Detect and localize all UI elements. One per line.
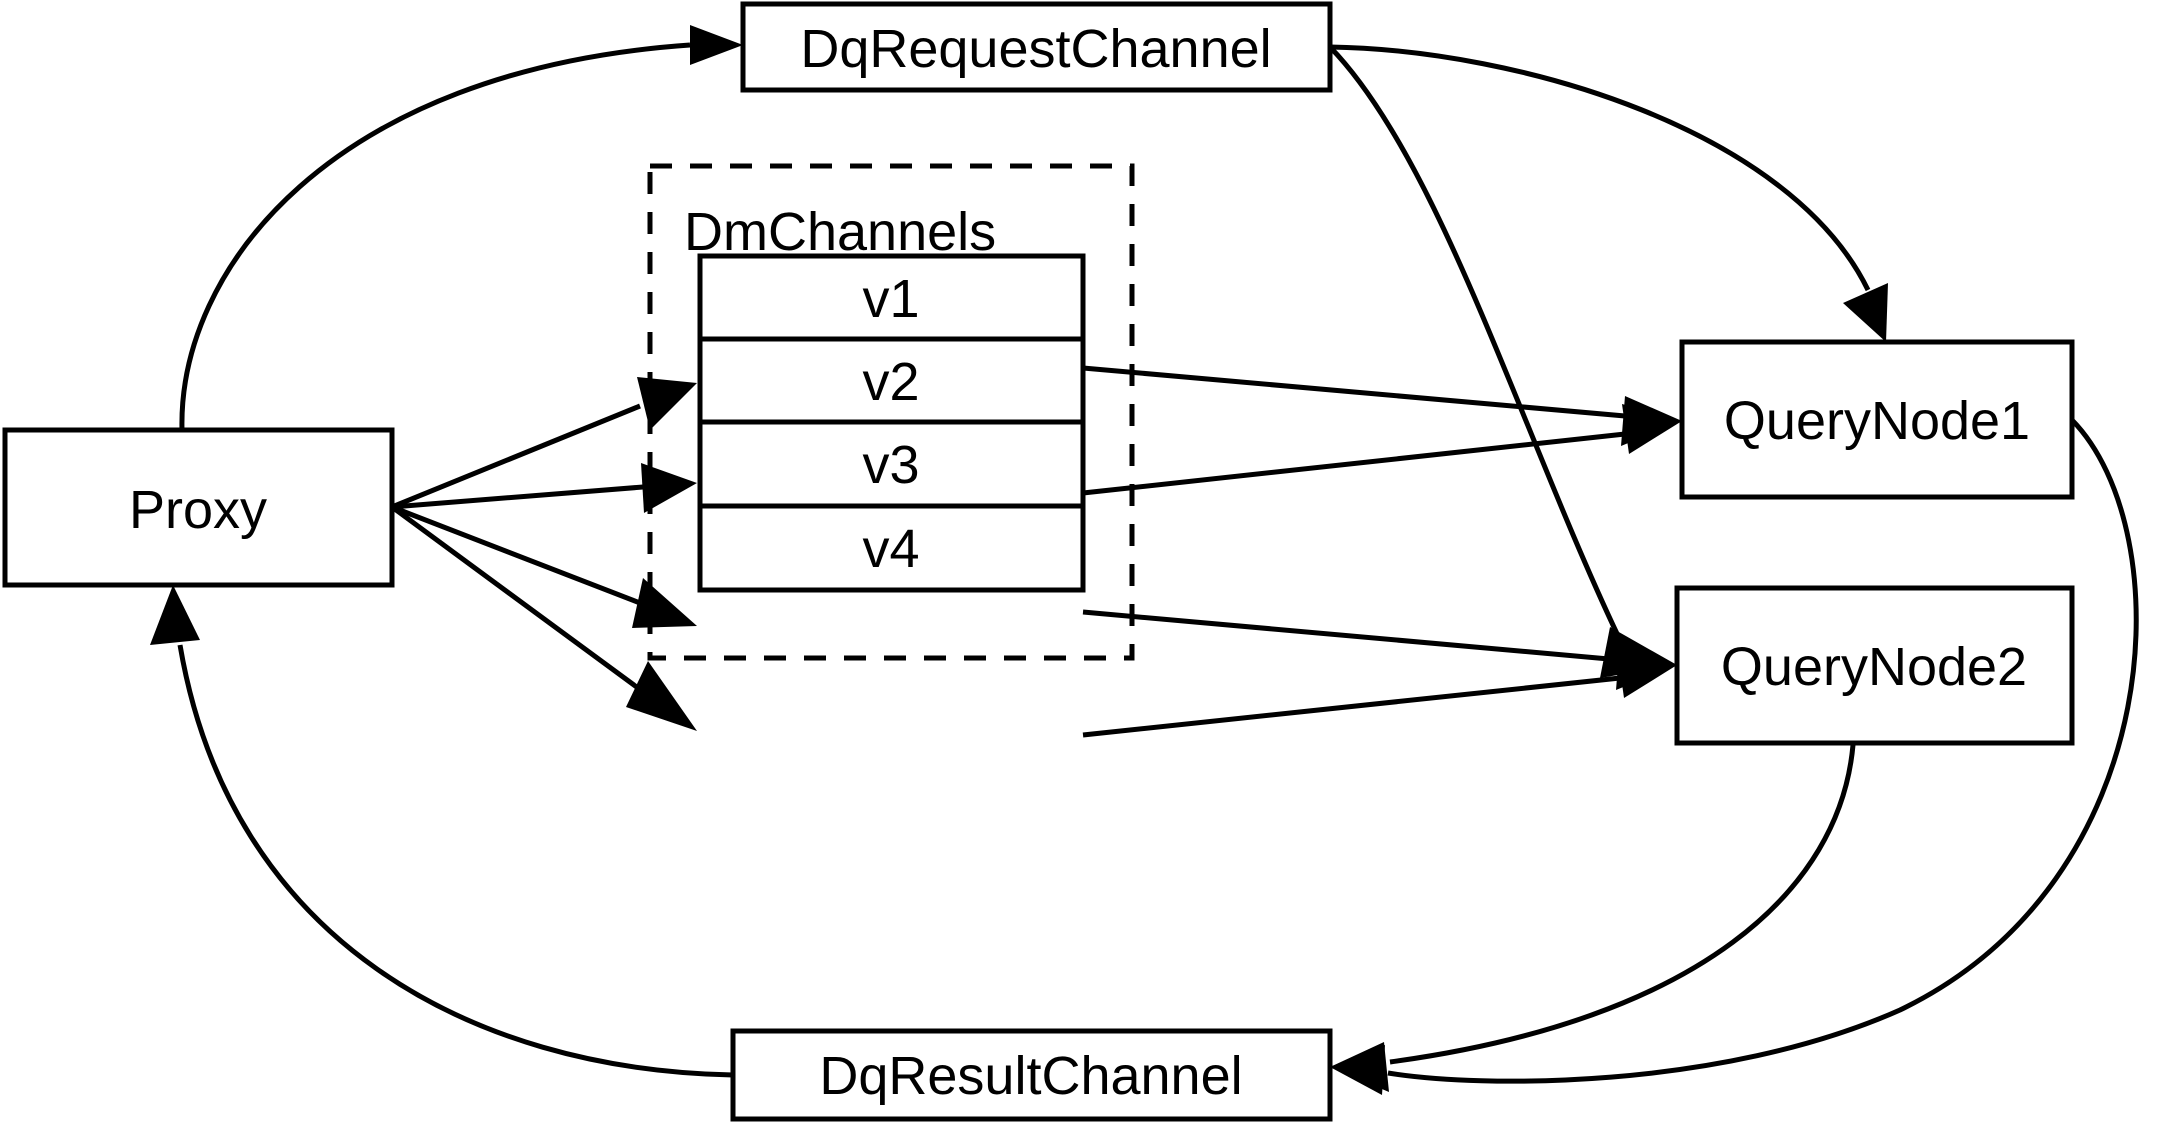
dmchannels-label: DmChannels	[684, 202, 996, 262]
edge-path	[391, 484, 644, 510]
edge-proxy-to-dqrequestchannel	[179, 25, 743, 431]
edge-dqresultchannel-to-proxy	[150, 585, 734, 1078]
edge-path	[391, 403, 641, 510]
dmchannel-row-v1[interactable]: v1	[862, 269, 919, 329]
node-querynode2[interactable]: QueryNode2	[1674, 585, 2075, 746]
edge-path	[1082, 365, 1626, 419]
edge-path	[1387, 418, 2139, 1084]
querynode1-box[interactable]	[1679, 339, 2075, 500]
edge-path	[1329, 44, 1871, 292]
edge-v2-to-querynode1	[1082, 404, 1682, 496]
edge-querynode2-to-dqresultchannel	[1330, 744, 1856, 1092]
edge-path	[390, 504, 640, 691]
dmchannels-dashed-border	[647, 163, 1135, 661]
edge-path	[1389, 744, 1856, 1065]
arrowhead-icon	[1843, 283, 1888, 342]
edge-path	[177, 644, 734, 1078]
node-querynode1[interactable]: QueryNode1	[1679, 339, 2075, 500]
proxy-label: Proxy	[129, 480, 267, 540]
edge-v3-to-querynode2	[1082, 609, 1677, 690]
edge-path	[1082, 675, 1621, 738]
edge-proxy-to-v3	[391, 504, 697, 628]
dmchannel-row-v4[interactable]: v4	[862, 519, 919, 579]
arrowhead-icon	[1330, 1042, 1389, 1092]
node-dqrequestchannel[interactable]: DqRequestChannel	[740, 1, 1333, 93]
dmchannel-row-v2[interactable]: v2	[862, 352, 919, 412]
proxy-box[interactable]	[2, 427, 395, 588]
edge-path	[391, 504, 641, 606]
querynode2-box[interactable]	[1674, 585, 2075, 746]
arrowhead-icon	[641, 463, 697, 513]
edge-dqrequestchannel-to-querynode1	[1329, 44, 1888, 342]
dmchannels-group: DmChannels	[647, 163, 1135, 661]
edge-querynode1-to-dqresultchannel	[1330, 418, 2139, 1095]
dmchannels-table[interactable]: v1 v2 v3 v4	[697, 253, 1086, 593]
edge-proxy-to-v4	[390, 504, 697, 731]
dmchannel-row-v3[interactable]: v3	[862, 435, 919, 495]
edge-proxy-to-v2	[391, 463, 697, 513]
node-proxy[interactable]: Proxy	[2, 427, 395, 588]
edge-path	[1328, 45, 1623, 642]
edge-path	[1082, 609, 1621, 663]
dqresultchannel-label: DqResultChannel	[819, 1046, 1242, 1106]
dqrequestchannel-label: DqRequestChannel	[800, 19, 1271, 79]
querynode2-label: QueryNode2	[1721, 637, 2027, 697]
arrowhead-icon	[150, 585, 200, 645]
edge-v4-to-querynode2	[1082, 648, 1677, 738]
edge-dqrequestchannel-to-querynode2	[1328, 45, 1677, 678]
arrowhead-icon	[690, 25, 743, 65]
dqrequestchannel-box[interactable]	[740, 1, 1333, 93]
arrowhead-icon	[632, 578, 697, 628]
node-dqresultchannel[interactable]: DqResultChannel	[730, 1028, 1333, 1122]
arrowhead-icon	[637, 377, 697, 430]
querynode1-label: QueryNode1	[1724, 391, 2030, 451]
arrowhead-icon	[626, 661, 697, 731]
edge-path	[179, 42, 691, 431]
arrowhead-icon	[1600, 627, 1677, 678]
dqresultchannel-box[interactable]	[730, 1028, 1333, 1122]
edge-v1-to-querynode1	[1082, 365, 1682, 446]
arrowhead-icon	[1622, 404, 1682, 454]
